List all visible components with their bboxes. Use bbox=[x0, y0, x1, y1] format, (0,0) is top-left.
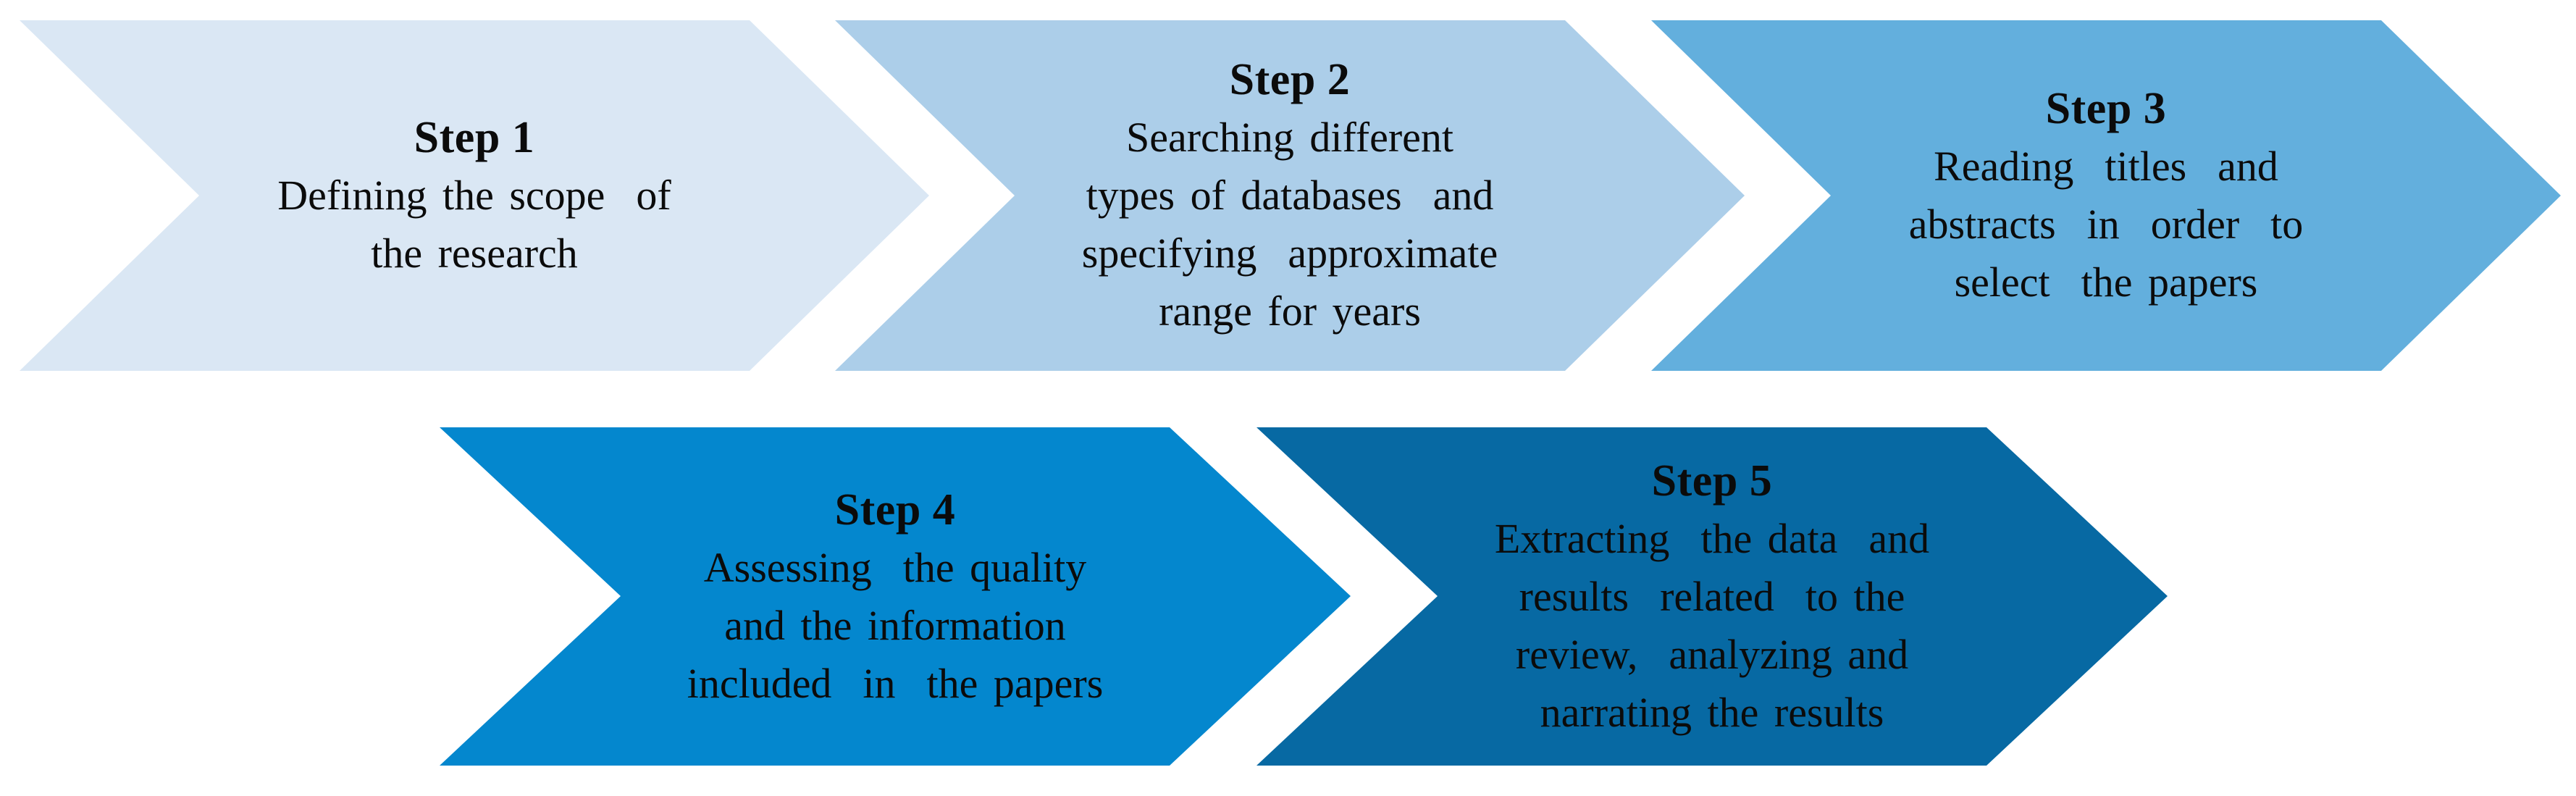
step-3-chevron: Step 3 Reading titles and abstracts in o… bbox=[1651, 20, 2561, 371]
step-3-description: Reading titles and abstracts in order to… bbox=[1908, 143, 2304, 306]
step-1-description: Defining the scope of the research bbox=[277, 172, 671, 277]
step-5-title: Step 5 bbox=[1651, 456, 1773, 506]
step-2-description: Searching different types of databases a… bbox=[1081, 114, 1498, 335]
step-2-title: Step 2 bbox=[1229, 55, 1351, 104]
step-1-chevron: Step 1 Defining the scope of the researc… bbox=[20, 20, 929, 371]
step-4-title: Step 4 bbox=[834, 485, 956, 535]
step-3-title: Step 3 bbox=[2045, 84, 2167, 133]
step-4-description: Assessing the quality and the informatio… bbox=[687, 543, 1104, 707]
step-5-chevron: Step 5 Extracting the data and results r… bbox=[1256, 427, 2168, 766]
step-1-title: Step 1 bbox=[414, 113, 535, 162]
step-4-chevron: Step 4 Assessing the quality and the inf… bbox=[440, 427, 1351, 766]
step-5-description: Extracting the data and results related … bbox=[1494, 514, 1930, 736]
step-2-chevron: Step 2 Searching different types of data… bbox=[835, 20, 1745, 371]
